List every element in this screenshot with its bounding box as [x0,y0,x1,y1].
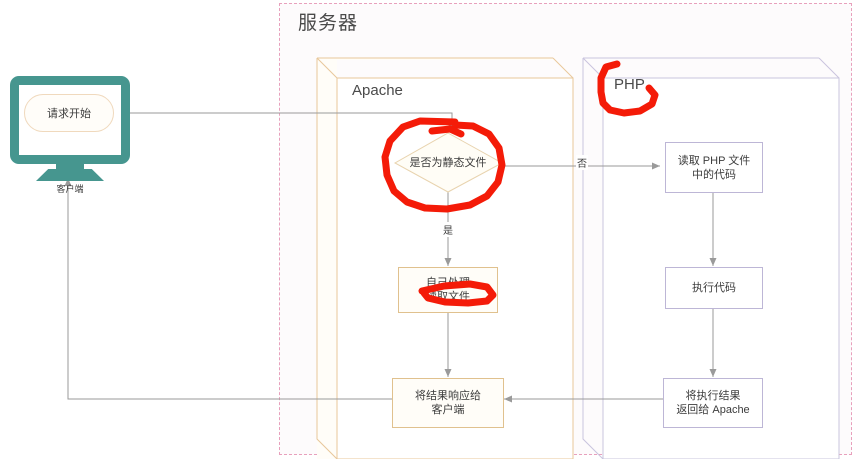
server-group-label: 服务器 [298,13,359,34]
node-read-php-line1: 读取 PHP 文件 [677,154,751,167]
apache-group-label: Apache [352,82,403,99]
node-return-result-to-apache[interactable]: 将执行结果 返回给 Apache [663,378,763,428]
node-read-php-line2: 中的代码 [692,168,736,181]
node-self-handle-line2: 读取文件 [426,291,470,303]
node-execute-code[interactable]: 执行代码 [665,267,763,309]
node-return-line1: 将执行结果 [685,390,741,402]
node-respond-to-client[interactable]: 将结果响应给 客户端 [392,378,504,428]
node-respond-line2: 客户端 [431,404,465,416]
node-read-php-code[interactable]: 读取 PHP 文件 中的代码 [665,142,763,193]
php-group-label: PHP [614,76,645,93]
node-execute-code-line1: 执行代码 [692,282,736,294]
node-self-handle-read-file[interactable]: 自己处理 读取文件 [398,267,498,313]
monitor-base [36,169,104,181]
node-return-line2: 返回给 Apache [676,404,750,416]
node-request-start[interactable]: 请求开始 [24,94,114,132]
client-device-label: 客户端 [56,184,84,194]
edge-label-yes: 是 [442,222,454,237]
edge-label-no: 否 [576,155,588,170]
node-respond-line1: 将结果响应给 [415,390,481,402]
node-is-static-file[interactable]: 是否为静态文件 [409,157,487,169]
server-group-container [279,3,852,455]
node-self-handle-line1: 自己处理 [426,277,470,289]
